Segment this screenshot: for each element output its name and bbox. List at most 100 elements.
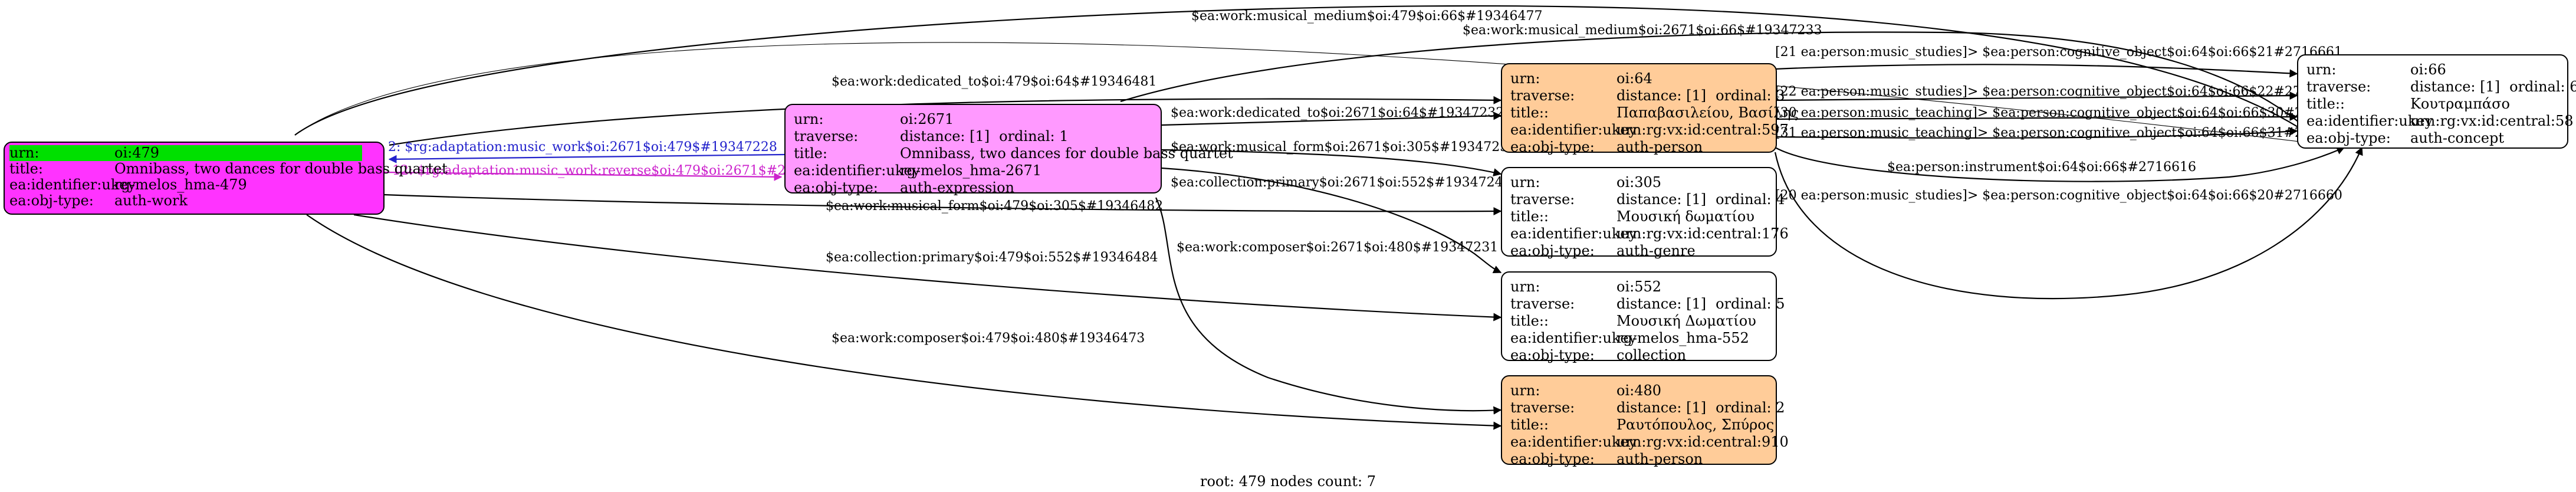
edge-64-66-20-line <box>1774 146 2363 300</box>
edge-label: $ea:work:musical_medium$oi:2671$oi:66$#1… <box>1463 23 1822 38</box>
traverse-key: traverse: <box>1510 87 1575 104</box>
edge-label: $ea:work:dedicated_to$oi:2671$oi:64$#193… <box>1171 106 1504 120</box>
urn-value: oi:2671 <box>900 111 954 127</box>
node-row: ea:obj-type: auth-work <box>9 193 379 209</box>
ukey-value: rg-melos_hma-2671 <box>900 162 1042 179</box>
traverse-value: distance: [1] <box>1616 296 1707 312</box>
edge-label: [31 ea:person:music_teaching]> $ea:perso… <box>1775 126 2352 140</box>
edge-64-66-instrument-line <box>1775 146 2345 182</box>
node-480[interactable]: urn:oi:480 traverse:distance: [1]ordinal… <box>1501 375 1789 467</box>
objtype-key: ea:obj-type: <box>9 192 94 209</box>
edge-label: $ea:work:musical_medium$oi:479$oi:66$#19… <box>1191 9 1543 24</box>
objtype-value: auth-person <box>1616 139 1703 155</box>
urn-key: urn: <box>1510 278 1540 295</box>
ukey-value: urn:rg:vx:id:central:58 <box>2410 113 2574 129</box>
title-value: Παπαβασιλείου, Βασίλης <box>1616 104 1799 121</box>
title-key: title:: <box>1510 208 1549 225</box>
ukey-value: urn:rg:vx:id:central:910 <box>1616 434 1789 450</box>
objtype-key: ea:obj-type: <box>794 179 878 196</box>
ukey-key: ea:identifier:ukey <box>9 176 136 193</box>
objtype-key: ea:obj-type: <box>1510 139 1595 155</box>
edge-2671-552-collection-line <box>1161 167 1502 274</box>
ukey-key: ea:identifier:ukey <box>1510 122 1637 138</box>
edge-label: $ea:work:musical_form$oi:479$oi:305$#193… <box>826 199 1163 214</box>
traverse-value: distance: [1] <box>900 128 990 145</box>
traverse-value: distance: [1] <box>1616 87 1707 104</box>
edge-label: 2: $rg:adaptation:music_work$oi:2671$oi:… <box>388 140 777 155</box>
ukey-key: ea:identifier:ukey <box>1510 330 1637 346</box>
title-key: title: <box>9 160 43 177</box>
edge-label: $ea:collection:primary$oi:479$oi:552$#19… <box>826 250 1158 265</box>
edge-label: [22 ea:person:music_studies]> $ea:person… <box>1775 84 2342 99</box>
edge-479-64-dedicated-line <box>389 96 1502 146</box>
ordinal-value: ordinal: 5 <box>1716 296 1785 312</box>
objtype-value: collection <box>1616 347 1687 363</box>
node-305[interactable]: urn:oi:305 traverse:distance: [1]ordinal… <box>1501 167 1789 259</box>
urn-key: urn: <box>9 145 114 161</box>
title-key: title:: <box>1510 104 1549 121</box>
objtype-value: auth-concept <box>2410 130 2504 146</box>
edge-64-66-21-line <box>1775 64 2298 78</box>
title-key: title:: <box>1510 313 1549 329</box>
traverse-key: traverse: <box>1510 191 1575 208</box>
objtype-key: ea:obj-type: <box>1510 347 1595 363</box>
objtype-key: ea:obj-type: <box>1510 242 1595 259</box>
title-value: Omnibass, two dances for double bass qua… <box>900 145 1233 162</box>
traverse-key: traverse: <box>1510 296 1575 312</box>
node-479[interactable]: urn: oi:479 title: Omnibass, two dances … <box>4 142 448 215</box>
edge-2671-479-adaptation-line <box>388 153 785 163</box>
node-row: title: Omnibass, two dances for double b… <box>9 160 448 177</box>
ukey-key: ea:identifier:ukey <box>1510 225 1637 242</box>
urn-value: oi:479 <box>114 145 362 161</box>
edge-label: [30 ea:person:music_teaching]> $ea:perso… <box>1775 106 2352 120</box>
traverse-value: distance: [1] <box>1616 399 1707 416</box>
edge-2671-480-composer-line <box>1155 197 1502 415</box>
urn-key: urn: <box>1510 382 1540 399</box>
edge-2671-305-form-line <box>1161 149 1502 176</box>
objtype-value: auth-expression <box>900 179 1014 196</box>
edge-label: [20 ea:person:music_studies]> $ea:person… <box>1775 188 2342 203</box>
ukey-value: urn:rg:vx:id:central:176 <box>1616 225 1789 242</box>
urn-key: urn: <box>1510 70 1540 87</box>
urn-key: urn: <box>1510 174 1540 191</box>
traverse-key: traverse: <box>794 128 859 145</box>
edge-64-66-30-line <box>1775 113 2298 122</box>
edge-479-66-medium-line <box>294 5 2325 145</box>
ukey-key: ea:identifier:ukey <box>794 162 921 179</box>
node-64[interactable]: urn:oi:64 traverse:distance: [1]ordinal:… <box>1501 63 1799 155</box>
urn-value: oi:552 <box>1616 278 1662 295</box>
edge-label: $ea:work:dedicated_to$oi:479$oi:64$#1934… <box>832 74 1156 89</box>
graph-footer: root: 479 nodes count: 7 <box>1200 473 1376 490</box>
node-552[interactable]: urn: oi:552 traverse: distance: [1] ordinal… <box>1501 271 1785 363</box>
ukey-key: ea:identifier:ukey <box>2306 113 2433 129</box>
ordinal-value: ordinal: 1 <box>999 128 1069 145</box>
node-row: ea:identifier:ukey rg-melos_hma-479 <box>9 177 379 193</box>
title-value: Κουτραμπάσο <box>2410 96 2510 112</box>
edge-label: $ea:collection:primary$oi:2671$oi:552$#1… <box>1171 175 1512 190</box>
urn-value: oi:66 <box>2410 61 2446 78</box>
ordinal-value: ordinal: 4 <box>1716 191 1785 208</box>
objtype-value: auth-work <box>114 192 188 209</box>
traverse-value: distance: [1] <box>2410 78 2501 95</box>
edge-label: $ea:work:composer$oi:479$oi:480$#1934647… <box>832 331 1145 346</box>
node-row: urn: oi:479 <box>9 145 379 161</box>
urn-key: urn: <box>794 111 824 127</box>
ukey-key: ea:identifier:ukey <box>1510 434 1637 450</box>
ukey-value: rg-melos_hma-479 <box>114 176 247 193</box>
edge-479-2671-reverse-line <box>383 171 783 181</box>
ordinal-value: ordinal: 2 <box>1716 399 1785 416</box>
title-value: Omnibass, two dances for double bass qua… <box>114 160 448 177</box>
edge-479-552-collection-line <box>353 214 1502 322</box>
edge-64-66-22-line <box>1775 91 2298 101</box>
title-value: Μουσική Δωματίου <box>1616 313 1756 329</box>
objtype-key: ea:obj-type: <box>2306 130 2391 146</box>
urn-value: oi:305 <box>1616 174 1662 191</box>
edge-479-305-form-line <box>383 193 1502 216</box>
edge-label: 12: $rg:adaptation:music_work:reverse$oi… <box>392 163 843 178</box>
edge-479-480-composer-line <box>306 214 1502 430</box>
node-2671[interactable]: urn: oi:2671 traverse: distance: [1] ordina… <box>784 104 1233 196</box>
edge-label: $ea:work:composer$oi:2671$oi:480$#193472… <box>1177 240 1498 255</box>
title-key: title: <box>794 145 827 162</box>
node-66[interactable]: urn:oi:66 traverse:distance: [1]ordinal:… <box>2297 54 2576 149</box>
ordinal-value: ordinal: 3 <box>1716 87 1785 104</box>
